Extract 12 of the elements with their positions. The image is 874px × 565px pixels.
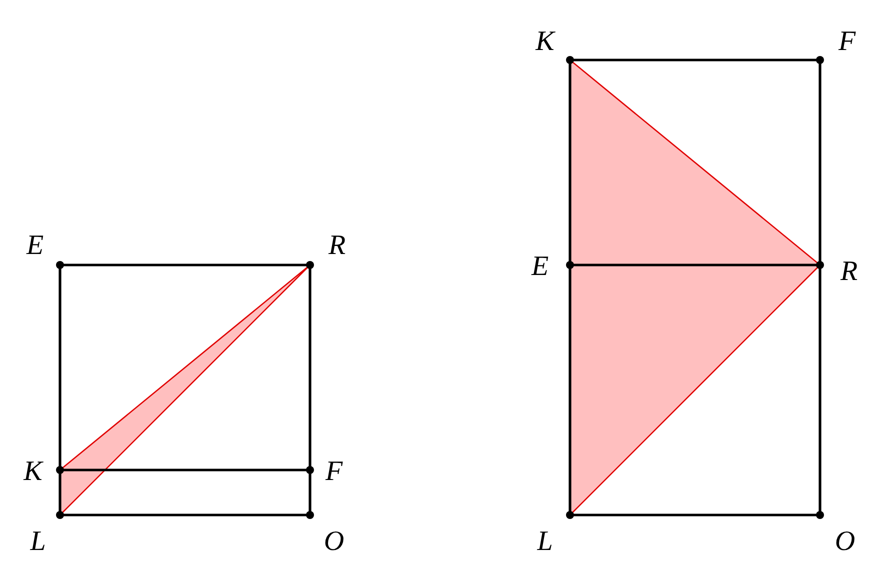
- point-label: F: [325, 458, 343, 486]
- point-label: K: [24, 458, 42, 486]
- point-label: K: [536, 28, 554, 56]
- point-label: O: [834, 528, 856, 556]
- point-label: O: [324, 528, 344, 556]
- point-label: L: [537, 528, 553, 556]
- point-label: R: [840, 258, 858, 286]
- point-label: F: [838, 28, 856, 56]
- point-label: E: [26, 232, 44, 260]
- point-label: L: [30, 528, 46, 556]
- point-label: E: [531, 253, 549, 281]
- point-label: R: [328, 232, 346, 260]
